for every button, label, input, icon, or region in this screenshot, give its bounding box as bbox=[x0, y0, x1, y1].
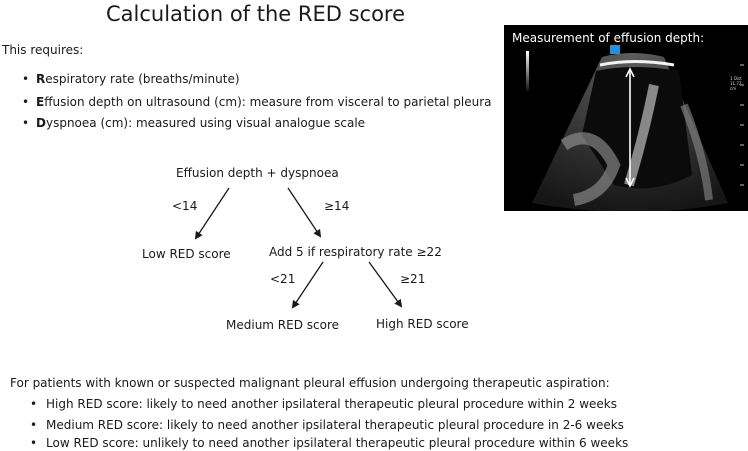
ultrasound-scan-graphic bbox=[504, 25, 748, 211]
flow-edge-label-ge-21: ≥21 bbox=[400, 272, 426, 286]
bullet-icon: • bbox=[30, 397, 38, 411]
outcomes-intro: For patients with known or suspected mal… bbox=[10, 376, 610, 390]
outcome-text: Medium RED score: likely to need another… bbox=[46, 418, 624, 432]
outcome-text: Low RED score: unlikely to need another … bbox=[46, 436, 629, 450]
flow-edge-label-less-14: <14 bbox=[172, 199, 198, 213]
arrow-add-to-medium bbox=[291, 261, 324, 309]
requirement-text: yspnoea (cm): measured using visual anal… bbox=[45, 116, 366, 130]
requirement-effusion-depth: • Effusion depth on ultrasound (cm): meas… bbox=[22, 95, 492, 109]
arrow-root-to-low bbox=[194, 187, 230, 240]
requirement-respiratory-rate: • Respiratory rate (breaths/minute) bbox=[22, 72, 240, 86]
bullet-icon: • bbox=[22, 95, 30, 109]
requirement-dyspnoea: • Dyspnoea (cm): measured using visual an… bbox=[22, 116, 365, 130]
flow-add-five-node: Add 5 if respiratory rate ≥22 bbox=[269, 245, 442, 259]
requirement-text: ffusion depth on ultrasound (cm): measur… bbox=[44, 95, 492, 109]
outcome-low: • Low RED score: unlikely to need another… bbox=[30, 436, 628, 450]
bullet-icon: • bbox=[22, 72, 30, 86]
page-title: Calculation of the RED score bbox=[106, 2, 406, 26]
requirement-text: espiratory rate (breaths/minute) bbox=[45, 72, 240, 86]
requirement-initial: R bbox=[36, 72, 46, 86]
outcome-high: • High RED score: likely to need another … bbox=[30, 397, 617, 411]
ultrasound-caption: Measurement of effusion depth: bbox=[512, 31, 705, 45]
ultrasound-image: Measurement of effusion depth: 1 Dist 11… bbox=[504, 25, 748, 211]
arrow-root-to-add bbox=[287, 187, 322, 238]
arrow-add-to-high bbox=[368, 261, 403, 308]
bullet-icon: • bbox=[22, 116, 30, 130]
bullet-icon: • bbox=[30, 436, 38, 450]
flow-medium-node: Medium RED score bbox=[226, 318, 340, 332]
flow-root-node: Effusion depth + dyspnoea bbox=[176, 166, 339, 180]
bullet-icon: • bbox=[30, 418, 38, 432]
outcome-medium: • Medium RED score: likely to need anothe… bbox=[30, 418, 624, 432]
flow-low-node: Low RED score bbox=[142, 247, 231, 261]
measurement-legend: 1 Dist 11.72 cm bbox=[730, 76, 742, 91]
intro-text: This requires: bbox=[2, 43, 84, 57]
flow-edge-label-less-21: <21 bbox=[270, 272, 296, 286]
flow-high-node: High RED score bbox=[376, 317, 469, 331]
outcome-text: High RED score: likely to need another i… bbox=[46, 397, 618, 411]
requirement-initial: D bbox=[36, 116, 46, 130]
flow-edge-label-ge-14: ≥14 bbox=[324, 199, 350, 213]
requirement-initial: E bbox=[36, 95, 45, 109]
